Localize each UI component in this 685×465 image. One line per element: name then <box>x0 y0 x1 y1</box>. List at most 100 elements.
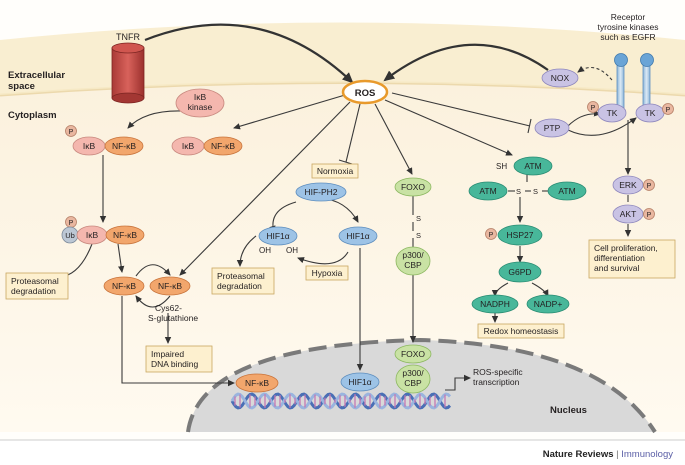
arrow-ptp-tk <box>567 110 601 127</box>
nox-label: NOX <box>551 73 570 83</box>
inhibit-bar-normoxia <box>338 159 353 165</box>
ros-node <box>341 79 389 105</box>
cytoplasm-region <box>0 82 685 432</box>
proteasomal-degradation-box-1 <box>5 272 69 300</box>
phospho-tk-right-label: P <box>666 107 671 114</box>
proteasomal-degradation-box-2 <box>211 267 275 295</box>
phospho-tk-left-label: P <box>591 105 596 112</box>
hif1a-oh-node <box>258 226 298 246</box>
nfkb-label-2: NF-κB <box>211 141 235 151</box>
akt-node <box>612 204 644 224</box>
nadp-label: NADP+ <box>534 299 563 309</box>
arrow-hif1a-cycle <box>297 251 349 265</box>
phospho-hsp27-label: P <box>489 232 494 239</box>
nfkb-label-5: NF-κB <box>158 281 182 291</box>
atm-label-left: ATM <box>479 186 496 196</box>
hif1a-label: HIF1α <box>346 231 369 241</box>
nfkb-nuclear-label: NF-κB <box>245 378 269 388</box>
atm-node-top <box>513 156 553 176</box>
hif1a-oh-label: HIF1α <box>266 231 289 241</box>
arrow-ros-atm <box>384 99 513 156</box>
atm-node-left <box>468 181 508 201</box>
nox-node <box>541 68 579 88</box>
atm-label-top: ATM <box>524 161 541 171</box>
g6pd-node <box>498 261 542 283</box>
nadph-node <box>471 294 519 314</box>
inhibit-bar-ptp <box>527 118 532 134</box>
erk-label: ERK <box>619 180 637 190</box>
normoxia-box <box>311 163 359 179</box>
tnfr-receptor <box>111 42 145 104</box>
hsp27-label: HSP27 <box>507 230 534 240</box>
tk-right-label: TK <box>645 108 656 118</box>
phospho-akt <box>643 208 655 220</box>
nfkb-node-3 <box>105 225 145 245</box>
ikb-kinase-node <box>175 88 225 118</box>
disulfide-s2: S <box>416 231 421 240</box>
arrow-nfkb-cys <box>135 264 171 277</box>
foxo-nuclear-label: FOXO <box>401 349 425 359</box>
ikb-label-1: IκB <box>83 141 96 151</box>
ptp-label: PTP <box>544 123 561 133</box>
nucleus-label: Nucleus <box>550 405 587 416</box>
nfkb-label-4: NF-κB <box>112 281 136 291</box>
arrow-cys-nfkb <box>135 295 171 308</box>
arrow-ros-ikb-complex <box>233 94 346 130</box>
arrow-rtk-nox <box>577 65 613 81</box>
arrow-nfkb-nucleus <box>121 296 235 387</box>
atm-node-right <box>547 181 587 201</box>
p300-node <box>395 246 431 276</box>
nfkb-node-5 <box>149 276 191 296</box>
arrow-ikb-nfkb <box>117 243 125 273</box>
arrow-ikk-ikb <box>127 110 183 129</box>
nfkb-nuclear-node <box>235 373 279 393</box>
atm-s1: S <box>516 187 521 196</box>
nfkb-node-2 <box>203 136 243 156</box>
ikb-label-2: IκB <box>182 141 195 151</box>
journal-name[interactable]: Nature Reviews <box>542 449 614 460</box>
hif-ph2-node <box>295 182 347 202</box>
impaired-dna-box <box>145 345 213 373</box>
foxo-label: FOXO <box>401 182 425 192</box>
hsp27-node <box>497 224 543 246</box>
g6pd-label: G6PD <box>508 267 531 277</box>
ros-label: ROS <box>355 88 376 99</box>
nfkb-node-1 <box>104 136 144 156</box>
hif1a-nuclear-node <box>340 372 380 392</box>
atm-label-right: ATM <box>558 186 575 196</box>
erk-node <box>612 175 644 195</box>
phospho-ikb <box>65 125 77 137</box>
ikb-label-3: IκB <box>86 230 99 240</box>
arrow-tnfr-ros <box>144 23 354 84</box>
nfkb-label-1: NF-κB <box>112 141 136 151</box>
inhibit-ros-ptp <box>391 92 531 127</box>
oh-right-label: OH <box>286 246 298 255</box>
redox-label: Redox homeostasis <box>484 326 559 336</box>
hypoxia-box <box>305 265 349 281</box>
cytoplasm-label: Cytoplasm <box>8 110 57 121</box>
disulfide-s1: S <box>416 214 421 223</box>
journal-section[interactable]: Immunology <box>621 449 673 460</box>
phospho-ikb-2-label: P <box>69 220 74 227</box>
tk-left-node <box>597 103 627 123</box>
p300-nuclear-node <box>395 364 431 394</box>
cys62-label: Cys62-S-glutathione <box>148 303 198 323</box>
nfkb-label-3: NF-κB <box>113 230 137 240</box>
normoxia-label: Normoxia <box>317 166 354 176</box>
akt-label: AKT <box>620 209 637 219</box>
rtk-receptor <box>614 53 654 114</box>
arrow-transcription <box>445 374 471 391</box>
foxo-nuclear-node <box>394 344 432 364</box>
phospho-tk-right <box>662 103 674 115</box>
phospho-hsp27 <box>485 228 497 240</box>
ubiquitin-label: Ub <box>65 231 75 240</box>
journal-footer: Nature Reviews | Immunology <box>543 449 673 460</box>
redox-box <box>477 323 565 339</box>
